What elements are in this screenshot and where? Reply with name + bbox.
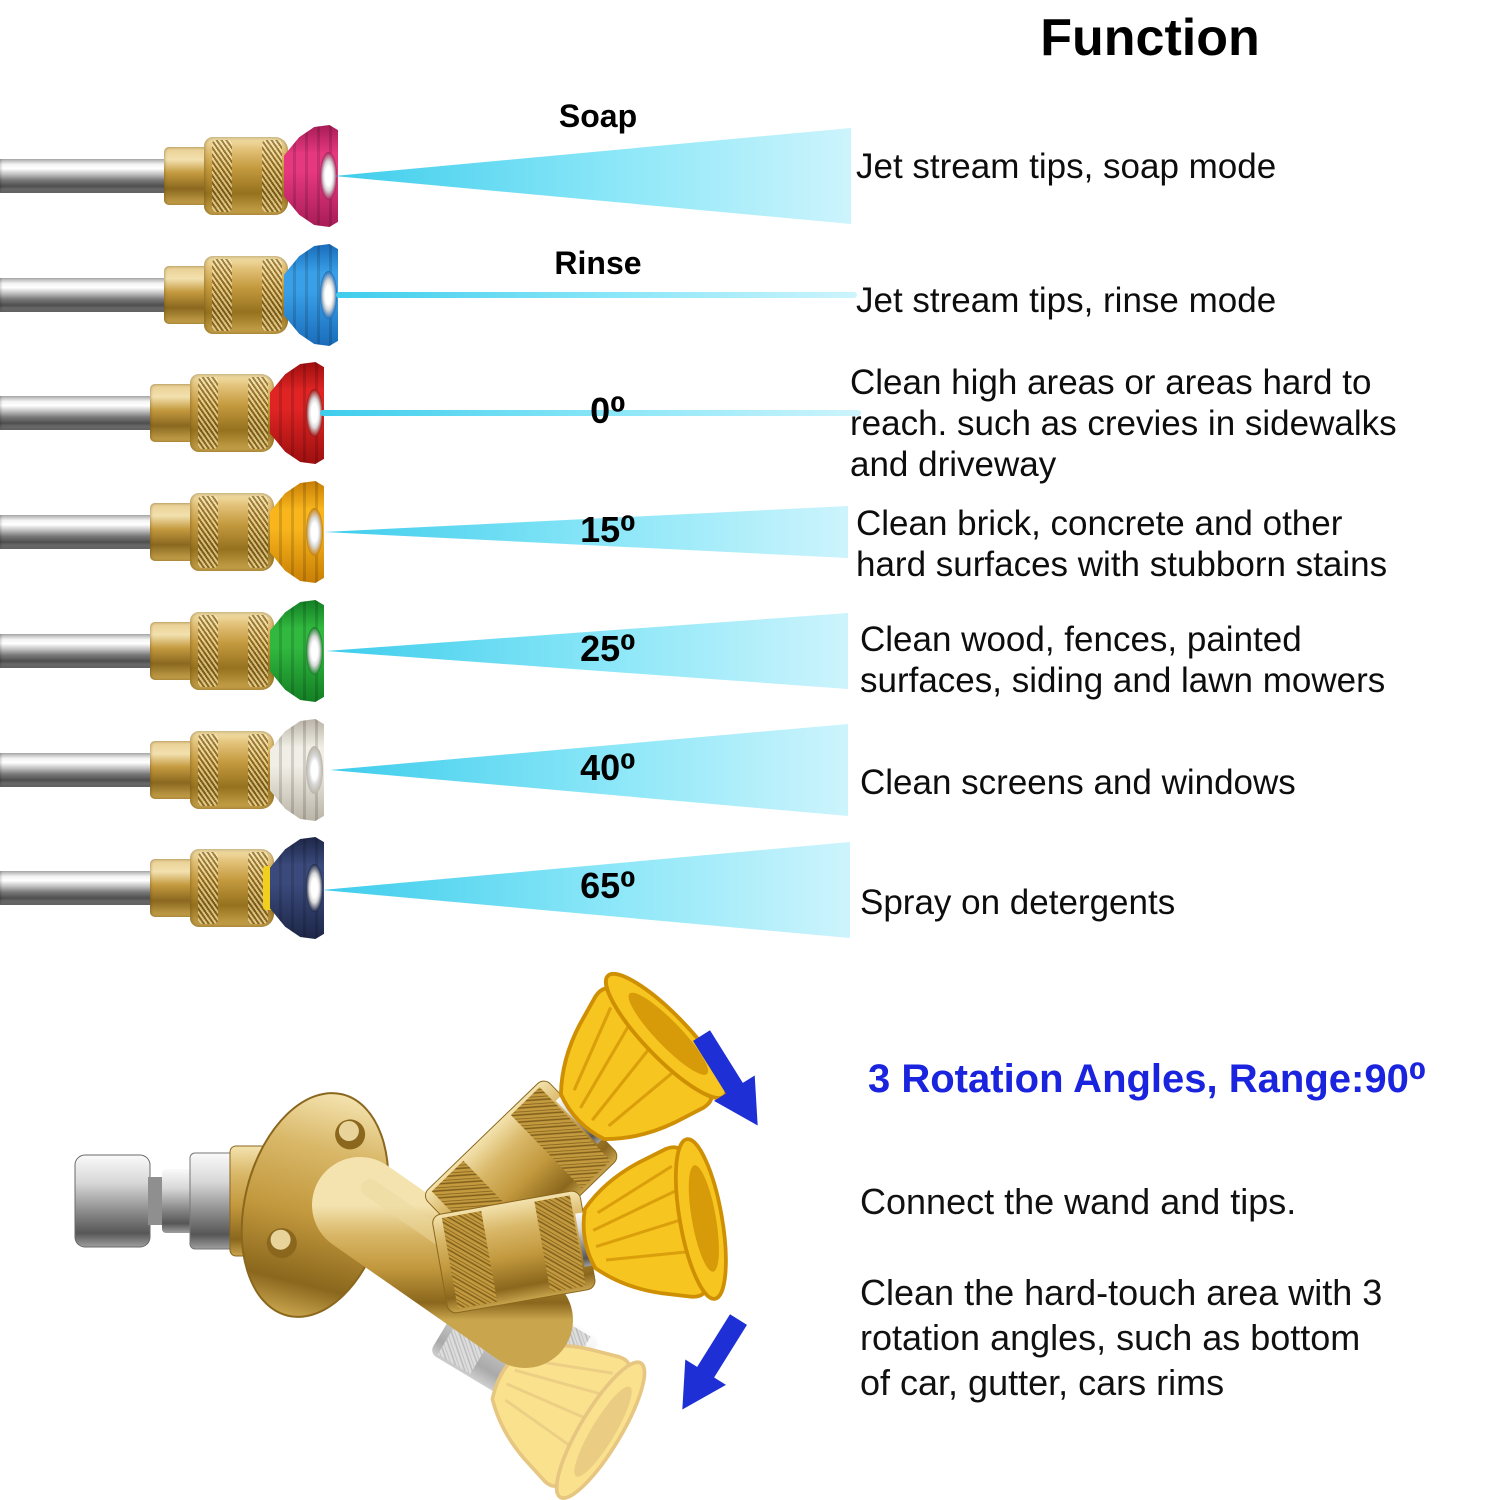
brass-hex-nut (150, 622, 196, 680)
brass-quick-connect-coupler (190, 849, 274, 927)
description-rinse: Jet stream tips, rinse mode (856, 281, 1277, 320)
brass-quick-connect-coupler (190, 374, 274, 452)
description-0deg: Clean high areas or areas hard to reach.… (850, 363, 1397, 484)
wand-rod (0, 396, 160, 430)
nozzle-label: 40⁰ (580, 747, 636, 788)
rotating-coupler-illustration (74, 958, 770, 1500)
page-title: Function (1040, 9, 1260, 67)
nozzle-row-40deg: 40⁰ (0, 710, 1500, 830)
description-25deg: Clean wood, fences, painted surfaces, si… (860, 620, 1386, 700)
wand-rod (0, 278, 174, 312)
rotation-angles-heading: 3 Rotation Angles, Range:90⁰ (868, 1057, 1427, 1101)
middle-coupler-branch (432, 1133, 738, 1322)
wand-rod (0, 515, 160, 549)
rotation-description: Clean the hard-touch area with 3 rotatio… (860, 1272, 1383, 1403)
25deg-nozzle-tip (270, 600, 324, 702)
nozzle-label: 65⁰ (580, 865, 636, 906)
nozzle-label: Rinse (554, 245, 642, 281)
nozzle-label: Soap (558, 98, 638, 134)
brass-quick-connect-coupler (204, 256, 288, 334)
wand-rod (0, 753, 160, 787)
40deg-nozzle-tip (270, 719, 324, 821)
brass-hex-nut (150, 503, 196, 561)
nozzle-row-65deg: 65⁰ (0, 828, 1500, 948)
spray-cone (334, 128, 851, 224)
nozzle-label: 25⁰ (580, 628, 636, 669)
rinse-nozzle-tip (284, 244, 338, 346)
brass-quick-connect-coupler (204, 137, 288, 215)
spray-jet-line (320, 410, 861, 416)
description-40deg: Clean screens and windows (860, 763, 1296, 802)
nozzle-row-rinse: Rinse (0, 235, 1500, 355)
brass-quick-connect-coupler (190, 612, 274, 690)
wand-rod (0, 634, 160, 668)
65deg-nozzle-tip (270, 837, 324, 939)
nozzle-row-0deg: 0⁰ (0, 353, 1500, 473)
description-soap: Jet stream tips, soap mode (856, 147, 1277, 186)
brass-quick-connect-coupler (190, 731, 274, 809)
connect-text: Connect the wand and tips. (860, 1181, 1297, 1222)
brass-hex-nut (150, 741, 196, 799)
nozzle-label: 0⁰ (590, 390, 626, 431)
description-15deg: Clean brick, concrete and other hard sur… (856, 504, 1388, 584)
brass-hex-nut (150, 384, 196, 442)
brass-hex-nut (164, 266, 210, 324)
rotation-arrow-lower (661, 1306, 759, 1423)
nozzle-row-25deg: 25⁰ (0, 591, 1500, 711)
wand-rod (0, 159, 174, 193)
0deg-nozzle-tip (270, 362, 324, 464)
brass-hex-nut (164, 147, 210, 205)
soap-nozzle-tip (284, 125, 338, 227)
spray-jet-line (336, 292, 857, 298)
nozzle-row-soap: Soap (0, 98, 1500, 236)
nozzle-row-15deg: 15⁰ (0, 472, 1500, 592)
nozzle-label: 15⁰ (580, 509, 636, 550)
brass-quick-connect-coupler (190, 493, 274, 571)
15deg-nozzle-tip (270, 481, 324, 583)
wand-rod (0, 871, 160, 905)
brass-hex-nut (150, 859, 196, 917)
description-65deg: Spray on detergents (860, 883, 1176, 922)
